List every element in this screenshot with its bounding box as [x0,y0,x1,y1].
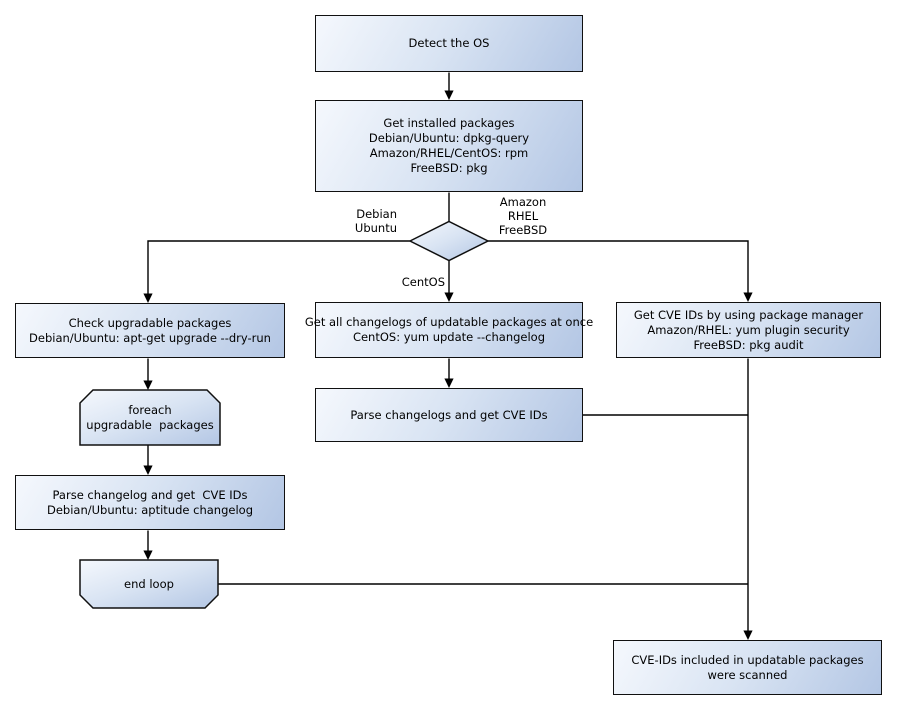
edge-decision-to-right [488,240,749,294]
node-cve-ids-scanned: CVE-IDs included in updatable packages w… [613,640,882,695]
edge-decision-to-left [147,240,410,295]
node-parse-changelogs-mid: Parse changelogs and get CVE IDs [315,388,583,442]
node-parse-changelog-left: Parse changelog and get CVE IDs Debian/U… [15,475,285,530]
edge-label-debian-ubuntu: Debian Ubuntu [354,207,397,235]
node-get-cve-ids-right: Get CVE IDs by using package manager Ama… [616,302,881,358]
arrowhead-icon [444,378,454,388]
arrowhead-icon [143,550,153,560]
arrowhead-icon [444,90,454,100]
arrowhead-icon [743,630,753,640]
end-loop-shape [79,559,219,609]
arrowhead-icon [143,465,153,475]
edge-label-centos: CentOS [401,275,445,289]
edge-label-amazon-rhel-freebsd: Amazon RHEL FreeBSD [498,195,548,237]
arrowhead-icon [143,380,153,390]
edges-group [147,72,749,632]
arrowhead-icon [143,293,153,303]
arrowhead-icon [444,292,454,302]
node-get-installed-packages: Get installed packages Debian/Ubuntu: dp… [315,100,583,192]
os-decision-diamond [408,220,490,262]
arrowheads-group [143,90,753,640]
arrowhead-icon [743,292,753,302]
node-check-upgradable-packages: Check upgradable packages Debian/Ubuntu:… [15,303,285,358]
node-get-all-changelogs: Get all changelogs of updatable packages… [305,302,593,358]
foreach-loop-shape [79,389,221,446]
node-detect-os: Detect the OS [315,15,583,72]
